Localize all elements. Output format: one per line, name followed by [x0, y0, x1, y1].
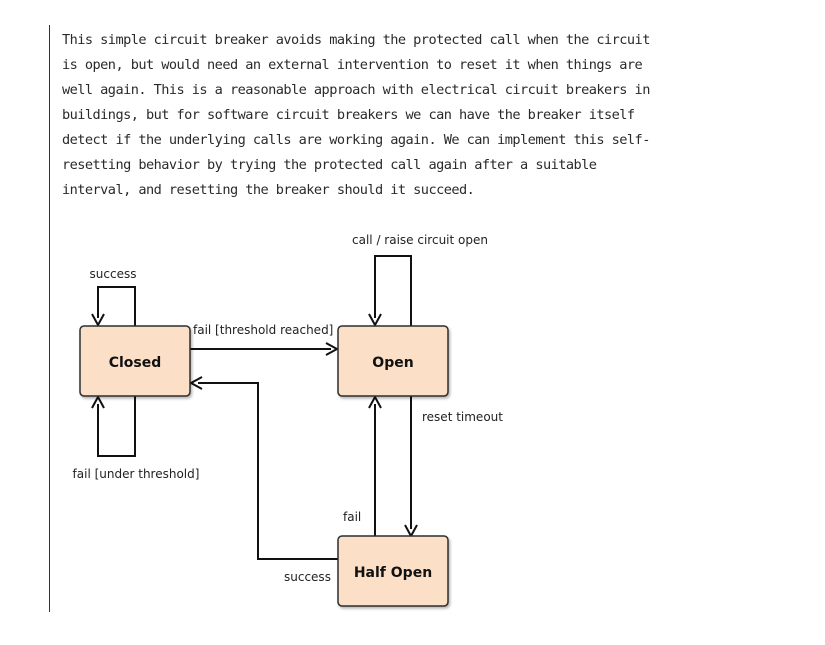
edge-closed-fail-loop — [97, 396, 136, 457]
state-half-open-label: Half Open — [354, 565, 432, 581]
arrowhead-half-open-to-open — [368, 394, 382, 409]
label-open-to-half-open: reset timeout — [422, 410, 503, 424]
paragraph-line: buildings, but for software circuit brea… — [62, 107, 635, 123]
arrowhead-closed-success — [91, 313, 105, 328]
state-open: Open — [337, 325, 449, 397]
description-paragraph: This simple circuit breaker avoids makin… — [62, 28, 692, 203]
paragraph-line: well again. This is a reasonable approac… — [62, 82, 650, 98]
arrowhead-half-open-to-closed — [188, 376, 203, 390]
edge-open-self-loop — [374, 255, 412, 326]
transitions — [91, 255, 418, 560]
state-closed: Closed — [79, 325, 191, 397]
edge-half-open-to-closed — [198, 382, 338, 560]
paragraph-line: is open, but would need an external inte… — [62, 57, 643, 73]
state-closed-label: Closed — [109, 355, 162, 371]
transition-labels: success fail [threshold reached] fail [u… — [73, 233, 504, 584]
label-half-open-to-closed: success — [284, 570, 331, 584]
state-half-open-box — [337, 535, 449, 607]
paragraph-line: resetting behavior by trying the protect… — [62, 157, 597, 173]
state-closed-box — [79, 325, 191, 397]
left-border-rule — [49, 25, 50, 612]
arrowhead-open-self — [368, 313, 382, 328]
label-closed-to-open: fail [threshold reached] — [193, 323, 333, 337]
state-open-label: Open — [372, 355, 413, 371]
paragraph-line: This simple circuit breaker avoids makin… — [62, 32, 650, 48]
arrowhead-closed-fail — [91, 394, 105, 409]
paragraph-line: interval, and resetting the breaker shou… — [62, 182, 475, 198]
label-open-self: call / raise circuit open — [352, 233, 488, 247]
label-closed-fail: fail [under threshold] — [73, 467, 200, 481]
paragraph-line: detect if the underlying calls are worki… — [62, 132, 650, 148]
state-open-box — [337, 325, 449, 397]
arrowhead-closed-to-open — [325, 342, 340, 356]
state-half-open: Half Open — [337, 535, 449, 607]
label-half-open-to-open: fail — [343, 510, 361, 524]
label-closed-success: success — [90, 267, 137, 281]
edge-closed-success-loop — [97, 286, 136, 326]
